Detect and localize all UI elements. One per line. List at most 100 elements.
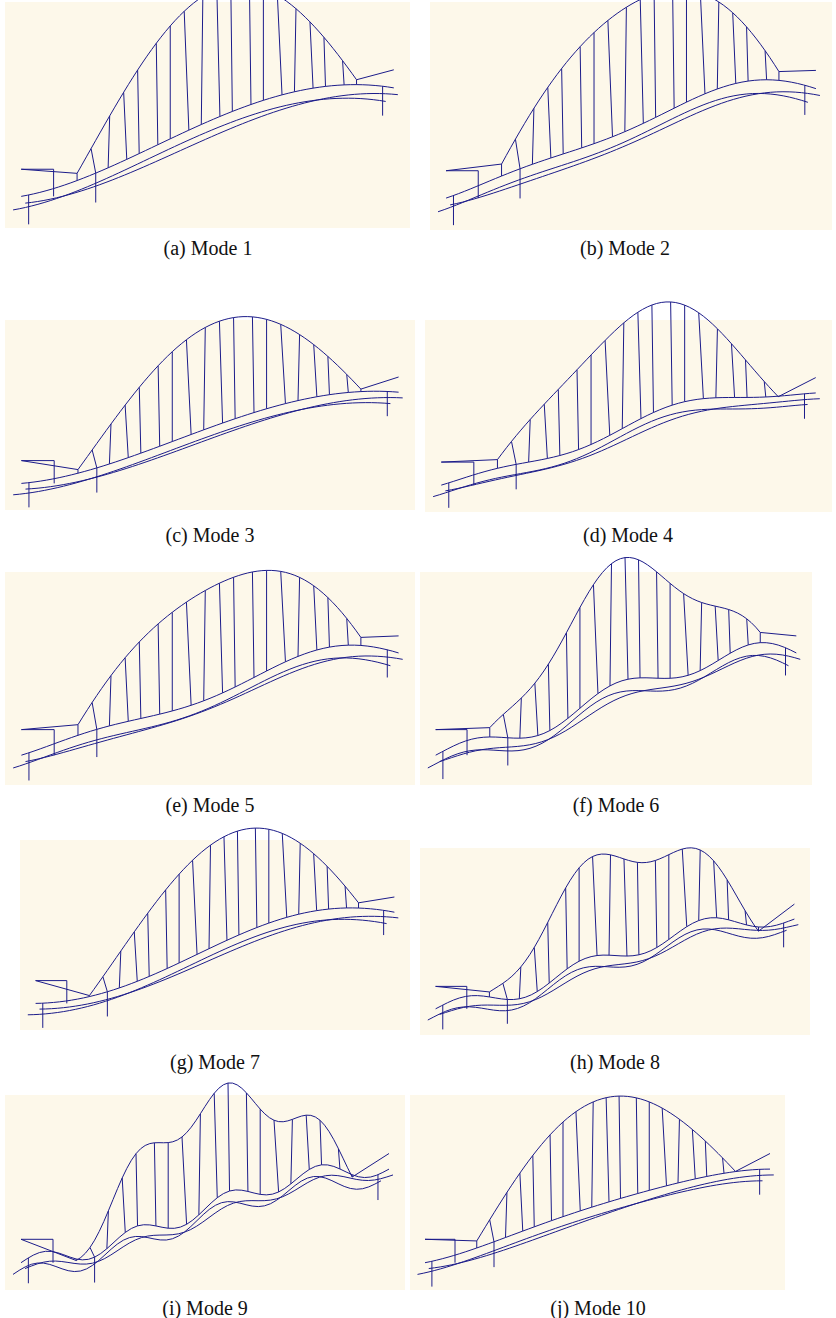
wireframe-line: [535, 683, 538, 735]
wireframe-line: [77, 725, 78, 736]
mode-shape-panel: [420, 848, 810, 1035]
wireframe-line: [758, 927, 759, 931]
wireframe-line: [489, 848, 758, 992]
wireframe-line: [640, 0, 643, 123]
mode-shape-panel: [5, 317, 415, 510]
wireframe-line: [172, 352, 173, 442]
wireframe-line: [314, 854, 317, 911]
wireframe-line: [662, 1108, 666, 1186]
wireframe-line: [92, 450, 97, 468]
subfigure-caption: (b) Mode 2: [580, 236, 670, 260]
wireframe-line: [441, 393, 815, 485]
wireframe-line: [440, 654, 801, 762]
panel-ground: [430, 2, 832, 230]
subfigure-caption: (f) Mode 6: [573, 793, 660, 817]
wireframe-line: [228, 1083, 230, 1191]
subfigure-caption: (i) Mode 9: [162, 1296, 248, 1318]
wireframe-line: [294, 9, 296, 92]
wireframe-line: [507, 738, 508, 766]
wireframe-line: [497, 302, 778, 460]
wireframe-line: [783, 923, 784, 947]
wireframe-line: [252, 317, 254, 413]
wireframe-line: [78, 317, 361, 470]
wireframe-line: [36, 981, 90, 996]
wireframe-line: [636, 1098, 637, 1194]
wireframe-line: [440, 925, 799, 1015]
wireframe-line: [717, 2, 719, 89]
wireframe-line: [516, 464, 517, 489]
wireframe-line: [234, 318, 236, 419]
wireframe-line: [593, 585, 598, 694]
wireframe-line: [637, 862, 638, 954]
wireframe-line: [431, 1261, 432, 1286]
wireframe-line: [107, 1211, 109, 1249]
wireframe-line: [246, 1093, 248, 1192]
wireframe-line: [277, 0, 282, 95]
mode-shape-panel: [5, 1083, 405, 1290]
wireframe-line: [252, 572, 254, 677]
wireframe-line: [735, 1171, 736, 1172]
wireframe-line: [139, 387, 141, 453]
wireframe-line: [234, 577, 236, 687]
wireframe-line: [448, 483, 449, 508]
wireframe-line: [715, 606, 718, 660]
wireframe-line: [759, 904, 795, 931]
wireframe-line: [670, 583, 671, 678]
wireframe-line: [764, 382, 766, 397]
wireframe-line: [352, 1154, 389, 1178]
wireframe-line: [158, 624, 160, 714]
wireframe-line: [89, 995, 90, 997]
wireframe-line: [338, 1149, 340, 1169]
mode-shape-panel: [425, 302, 832, 512]
wireframe-line: [534, 947, 537, 991]
wireframe-line: [453, 196, 454, 226]
wireframe-line: [124, 92, 127, 159]
wireframe-line: [282, 833, 286, 917]
wireframe-line: [91, 149, 96, 174]
wireframe-line: [804, 394, 805, 419]
wireframe-line: [89, 828, 358, 995]
wireframe-line: [26, 398, 403, 490]
wireframe-line: [28, 919, 387, 1014]
wireframe-line: [759, 1169, 760, 1194]
wireframe-line: [281, 571, 286, 661]
wireframe-line: [436, 986, 467, 1008]
wireframe-line: [382, 86, 383, 115]
wireframe-line: [684, 594, 689, 676]
wireframe-line: [77, 173, 78, 180]
wireframe-line: [501, 164, 502, 176]
subfigure-caption: (h) Mode 8: [570, 1050, 660, 1074]
wireframe-line: [343, 61, 345, 85]
wireframe-line: [182, 1137, 187, 1224]
wireframe-line: [736, 1154, 771, 1172]
wireframe-line: [548, 922, 549, 983]
wireframe-line: [682, 849, 686, 927]
wireframe-line: [224, 837, 227, 941]
wireframe-line: [436, 986, 490, 992]
wireframe-line: [76, 1083, 352, 1260]
wireframe-line: [148, 913, 149, 976]
wireframe-line: [529, 419, 531, 462]
wireframe-line: [441, 462, 474, 485]
wireframe-line: [21, 169, 53, 196]
wireframe-line: [21, 645, 398, 755]
wireframe-line: [26, 656, 403, 762]
wireframe-line: [94, 1257, 95, 1282]
wireframe-line: [625, 7, 627, 131]
wireframe-line: [778, 396, 779, 398]
wireframe-line: [249, 0, 251, 104]
wireframe-line: [700, 0, 705, 94]
wireframe-line: [606, 1098, 609, 1202]
wireframe-line: [138, 70, 140, 154]
wireframe-line: [520, 698, 522, 738]
wireframe-line: [684, 305, 685, 402]
panel-ground: [5, 320, 415, 510]
wireframe-line: [425, 1239, 455, 1262]
wireframe-line: [291, 1119, 293, 1184]
wireframe-line: [217, 0, 220, 116]
wireframe-line: [436, 918, 795, 1009]
wireframe-line: [361, 636, 399, 638]
wireframe-line: [347, 618, 349, 645]
wireframe-line: [320, 1120, 322, 1165]
wireframe-line: [274, 1120, 279, 1192]
